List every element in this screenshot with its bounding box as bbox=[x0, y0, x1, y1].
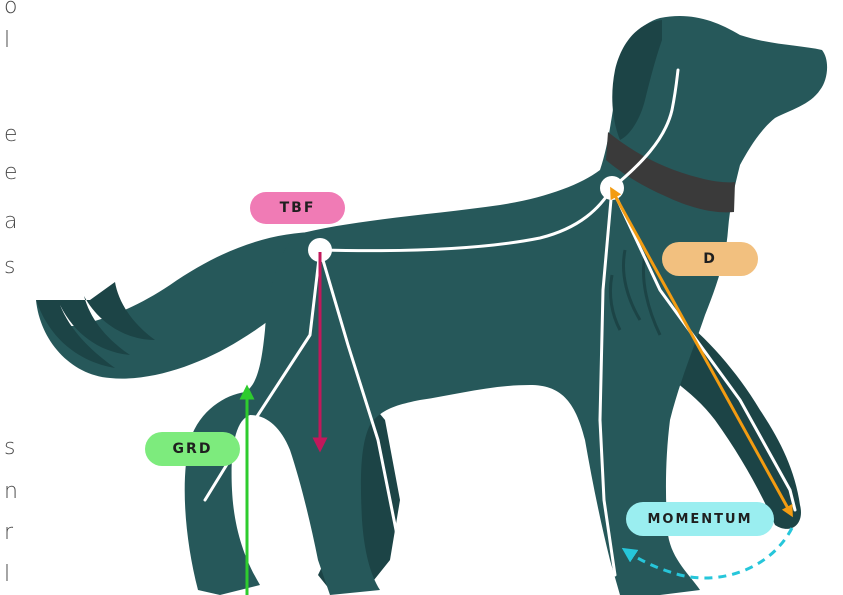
shoulder-joint bbox=[600, 176, 624, 200]
grd-label: GRD bbox=[145, 432, 240, 466]
d-label: D bbox=[662, 242, 758, 276]
tbf-label: TBF bbox=[250, 192, 345, 224]
momentum-label: MOMENTUM bbox=[626, 502, 774, 536]
